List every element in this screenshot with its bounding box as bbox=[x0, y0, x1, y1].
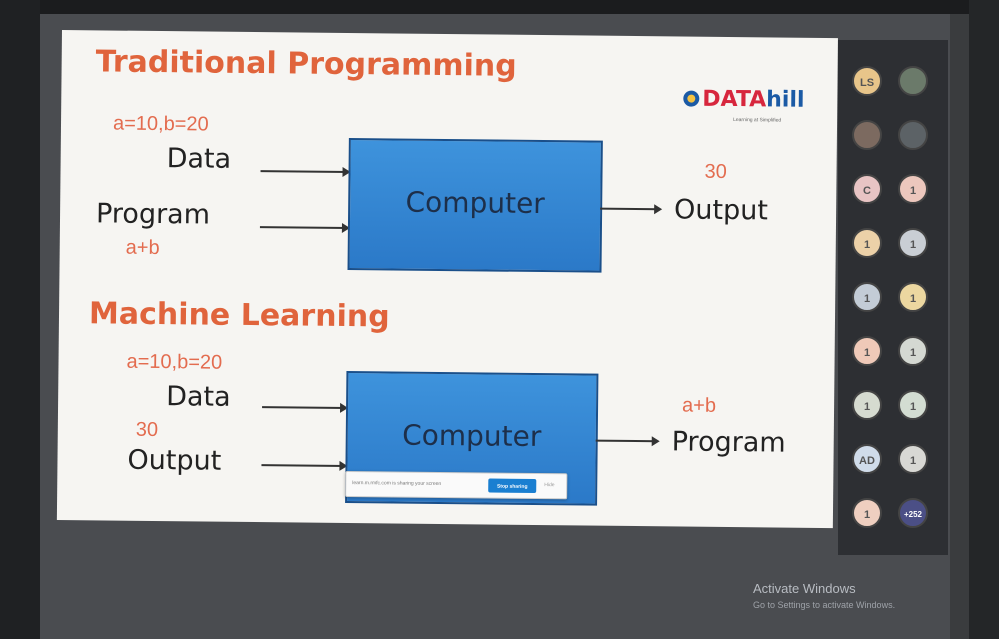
arrow-computer-to-output bbox=[600, 207, 661, 211]
participant-avatar[interactable] bbox=[852, 120, 882, 150]
ml-computer-label: Computer bbox=[401, 418, 542, 454]
arrow-data-to-computer bbox=[260, 170, 349, 174]
traditional-program-label: Program bbox=[95, 198, 211, 231]
stop-sharing-button[interactable]: Stop sharing bbox=[488, 478, 537, 493]
hide-sharing-bar-link[interactable]: Hide bbox=[544, 482, 555, 489]
sharing-message: learn.m.rmfc.com is sharing your screen bbox=[352, 480, 442, 487]
ml-output-example: 30 bbox=[135, 418, 159, 442]
traditional-program-example: a+b bbox=[125, 236, 160, 260]
participant-avatar[interactable] bbox=[898, 66, 928, 96]
logo-mark-icon bbox=[683, 90, 700, 107]
participant-avatar[interactable]: 1 bbox=[852, 282, 882, 312]
participant-avatar[interactable]: 1 bbox=[852, 228, 882, 258]
ml-program-example: a+b bbox=[681, 394, 717, 417]
participant-avatar[interactable] bbox=[898, 120, 928, 150]
ml-program-label: Program bbox=[671, 426, 786, 459]
traditional-computer-label: Computer bbox=[405, 185, 545, 221]
participant-avatar[interactable]: 1 bbox=[898, 174, 928, 204]
traditional-computer-box: Computer bbox=[347, 138, 603, 273]
arrow-ml-computer-to-program bbox=[595, 439, 658, 443]
logo-tagline: Learning at Simplified bbox=[733, 117, 782, 124]
participant-avatar[interactable]: +252 bbox=[898, 498, 928, 528]
traditional-data-label: Data bbox=[166, 143, 232, 175]
participant-avatar[interactable]: 1 bbox=[898, 390, 928, 420]
datahill-logo: DATAhill bbox=[683, 87, 805, 113]
participant-avatar[interactable]: LS bbox=[852, 66, 882, 96]
traditional-output-label: Output bbox=[673, 194, 769, 227]
monitor-bezel-right bbox=[969, 0, 999, 639]
traditional-output-example: 30 bbox=[704, 160, 727, 183]
participant-avatar[interactable]: 1 bbox=[898, 282, 928, 312]
arrow-program-to-computer bbox=[259, 226, 348, 230]
monitor-bezel-left bbox=[0, 0, 40, 639]
heading-traditional-programming: Traditional Programming bbox=[95, 44, 517, 84]
participant-avatar[interactable]: 1 bbox=[898, 228, 928, 258]
presentation-slide: Traditional Programming DATAhill Learnin… bbox=[56, 30, 838, 529]
ml-data-example: a=10,b=20 bbox=[126, 350, 223, 374]
activate-windows-subtitle: Go to Settings to activate Windows. bbox=[753, 600, 896, 610]
participant-avatar[interactable]: 1 bbox=[852, 498, 882, 528]
arrow-data-to-ml-computer bbox=[262, 406, 347, 409]
activate-windows-title: Activate Windows bbox=[753, 581, 856, 596]
participant-avatar[interactable]: AD bbox=[852, 444, 882, 474]
participant-avatar[interactable]: 1 bbox=[898, 336, 928, 366]
screen-sharing-bar: learn.m.rmfc.com is sharing your screen … bbox=[345, 470, 568, 500]
heading-machine-learning: Machine Learning bbox=[88, 296, 390, 335]
participant-avatar[interactable]: 1 bbox=[852, 336, 882, 366]
participant-avatar[interactable]: 1 bbox=[852, 390, 882, 420]
participant-avatar[interactable]: 1 bbox=[898, 444, 928, 474]
top-bar bbox=[0, 0, 999, 14]
traditional-data-example: a=10,b=20 bbox=[112, 112, 209, 136]
ml-data-label: Data bbox=[166, 381, 231, 413]
ml-output-label: Output bbox=[127, 444, 222, 477]
arrow-output-to-ml-computer bbox=[261, 464, 346, 467]
participant-avatar[interactable]: C bbox=[852, 174, 882, 204]
